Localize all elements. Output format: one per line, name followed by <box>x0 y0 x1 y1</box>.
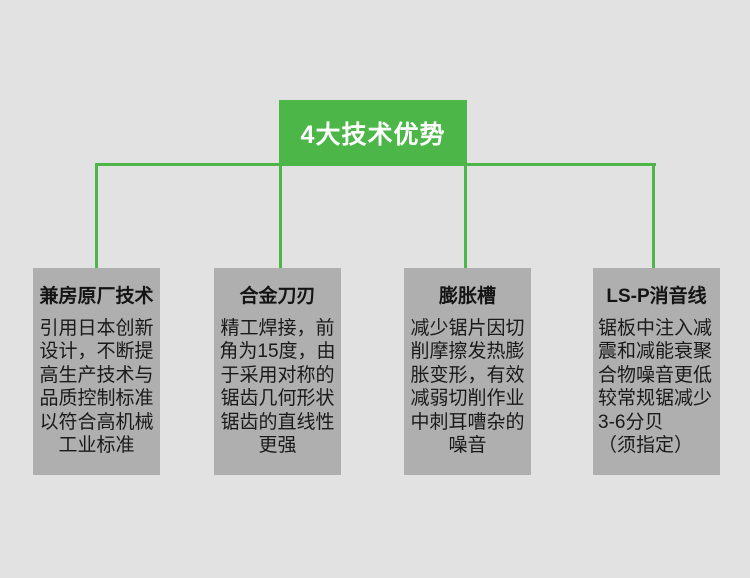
card-body-line: 减弱切削作业 <box>410 388 525 410</box>
advantage-card-alloy-blade: 合金刀刃 精工焊接，前 角为15度，由 于采用对称的 锯齿几何形状 锯齿的直线性… <box>214 268 341 475</box>
card-body-line: 更强 <box>258 435 297 457</box>
card-body-line: 3-6分贝 <box>598 411 664 433</box>
card-body-line: 锯齿几何形状 <box>220 388 335 410</box>
card-body-line: 较常规锯减少 <box>598 388 713 410</box>
advantage-card-expansion-slot: 膨胀槽 减少锯片因切 削摩擦发热膨 胀变形，有效 减弱切削作业 中刺耳嘈杂的 噪… <box>404 268 531 475</box>
card-body-line: 震和减能衰聚 <box>598 341 713 363</box>
card-title: 膨胀槽 <box>438 286 496 307</box>
advantage-card-factory-tech: 兼房原厂技术 引用日本创新 设计，不断提 高生产技术与 品质控制标准 以符合高机… <box>33 268 160 475</box>
card-body-line: 锯齿的直线性 <box>220 411 335 433</box>
advantage-card-silencer-line: LS-P消音线 锯板中注入减 震和减能衰聚 合物噪音更低 较常规锯减少 3-6分… <box>593 268 720 475</box>
card-body-line: 工业标准 <box>58 435 135 457</box>
card-body: 锯板中注入减 震和减能衰聚 合物噪音更低 较常规锯减少 3-6分贝 （须指定） <box>593 317 720 457</box>
card-title: 合金刀刃 <box>239 286 316 307</box>
card-body-line: 锯板中注入减 <box>598 318 713 339</box>
card-title: 兼房原厂技术 <box>39 286 154 307</box>
card-body-line: 噪音 <box>448 435 487 457</box>
connector-vertical-line-3 <box>464 163 467 268</box>
connector-vertical-line-2 <box>279 163 282 268</box>
connector-vertical-line-1 <box>95 163 98 268</box>
card-body-line: 品质控制标准 <box>39 388 154 410</box>
header-banner: 4大技术优势 <box>279 100 467 166</box>
card-body-line: 设计，不断提 <box>39 341 154 363</box>
card-body-line: 引用日本创新 <box>39 318 154 339</box>
card-body-line: （须指定） <box>598 435 694 457</box>
card-body: 精工焊接，前 角为15度，由 于采用对称的 锯齿几何形状 锯齿的直线性 更强 <box>214 317 341 457</box>
card-body-line: 胀变形，有效 <box>410 364 525 386</box>
card-body-line: 角为15度，由 <box>219 341 336 363</box>
card-title: LS-P消音线 <box>606 286 707 307</box>
card-body-line: 于采用对称的 <box>220 364 335 386</box>
card-body-line: 精工焊接，前 <box>220 318 335 339</box>
card-body-line: 中刺耳嘈杂的 <box>410 411 525 433</box>
card-body-line: 合物噪音更低 <box>598 364 713 386</box>
card-body: 减少锯片因切 削摩擦发热膨 胀变形，有效 减弱切削作业 中刺耳嘈杂的 噪音 <box>404 317 531 457</box>
card-body: 引用日本创新 设计，不断提 高生产技术与 品质控制标准 以符合高机械 工业标准 <box>33 317 160 457</box>
card-body-line: 高生产技术与 <box>39 364 154 386</box>
card-body-line: 减少锯片因切 <box>410 318 525 339</box>
connector-vertical-line-4 <box>652 163 655 268</box>
card-body-line: 削摩擦发热膨 <box>410 341 525 363</box>
header-title: 4大技术优势 <box>300 121 446 149</box>
card-body-line: 以符合高机械 <box>39 411 154 433</box>
